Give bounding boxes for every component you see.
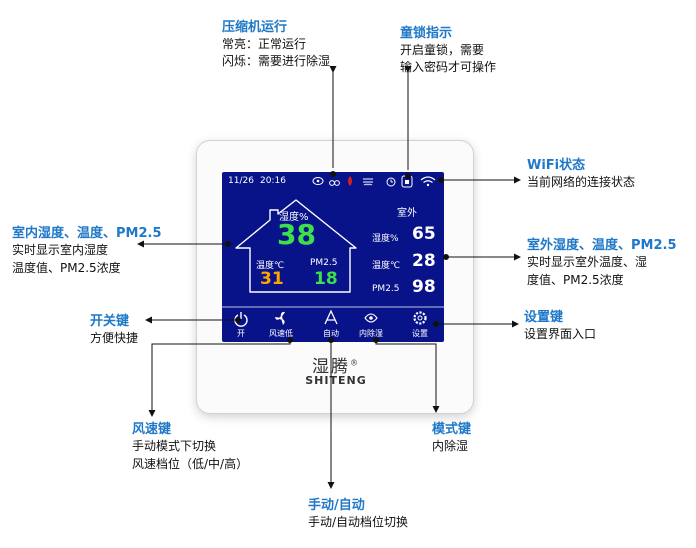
compressor-callout: 压缩机运行 常亮：正常运行 闪烁：需要进行除湿 [222, 20, 331, 68]
auto-button[interactable]: 自动 [323, 329, 339, 338]
wifi-callout: WiFi状态 当前网络的连接状态 [527, 158, 636, 189]
dehumidify-button[interactable]: 内除湿 [359, 329, 383, 338]
indoor-humidity-label: 湿度% [279, 212, 309, 223]
settings-gear-icon [413, 311, 427, 325]
indoor-temp-value: 31 [260, 269, 284, 289]
outdoor-humidity-value: 65 [412, 224, 436, 244]
display-screen: 11/26 20:16 湿度% 38 温度℃ 31 PM2.5 18 室外 湿度… [222, 172, 444, 342]
indoor-pm-label: PM2.5 [310, 258, 338, 268]
fan-icon [275, 311, 285, 325]
brand-english: SHITENG [305, 374, 367, 387]
power-button[interactable]: 开 [237, 329, 245, 338]
brand-chinese: 湿腾® [312, 357, 360, 377]
dehumidify-icon [364, 313, 378, 323]
fan-key-callout: 风速键 手动模式下切换 风速档位（低/中/高） [132, 422, 249, 471]
outdoor-callout: 室外湿度、温度、PM2.5 实时显示室外温度、湿 度值、PM2.5浓度 [527, 238, 677, 287]
auto-icon [324, 309, 338, 325]
outdoor-humidity-label: 湿度% [372, 234, 399, 244]
power-icon [234, 312, 248, 327]
compressor-icon [329, 180, 340, 186]
drop-icon [348, 176, 352, 186]
indoor-callout: 室内湿度、温度、PM2.5 实时显示室内湿度 温度值、PM2.5浓度 [12, 226, 162, 275]
signal-eye-icon [312, 177, 324, 185]
house-outline [235, 199, 357, 293]
timer-icon [386, 177, 396, 187]
settings-button[interactable]: 设置 [412, 329, 428, 338]
fan-speed-button[interactable]: 风速低 [269, 329, 293, 338]
child-lock-callout: 童锁指示 开启童锁，需要 输入密码才可操作 [400, 26, 497, 74]
screen-date: 11/26 [228, 176, 254, 186]
outdoor-temp-label: 温度℃ [372, 261, 401, 271]
screen-time: 20:16 [260, 176, 286, 186]
indoor-humidity-value: 38 [277, 218, 316, 251]
defrost-icon [363, 178, 373, 186]
screen-graphics [222, 175, 444, 327]
outdoor-pm-label: PM2.5 [372, 284, 400, 294]
outdoor-header: 室外 [397, 208, 417, 219]
outdoor-temp-value: 28 [412, 251, 436, 271]
indoor-temp-label: 温度℃ [256, 261, 285, 271]
mode-key-callout: 模式键 内除湿 [432, 422, 472, 453]
outdoor-pm-value: 98 [412, 277, 436, 297]
auto-key-callout: 手动/自动 手动/自动档位切换 [308, 498, 409, 529]
power-key-callout: 开关键 方便快捷 [90, 314, 139, 345]
wifi-icon [420, 176, 436, 187]
indoor-pm-value: 18 [314, 269, 338, 289]
settings-key-callout: 设置键 设置界面入口 [524, 310, 597, 341]
